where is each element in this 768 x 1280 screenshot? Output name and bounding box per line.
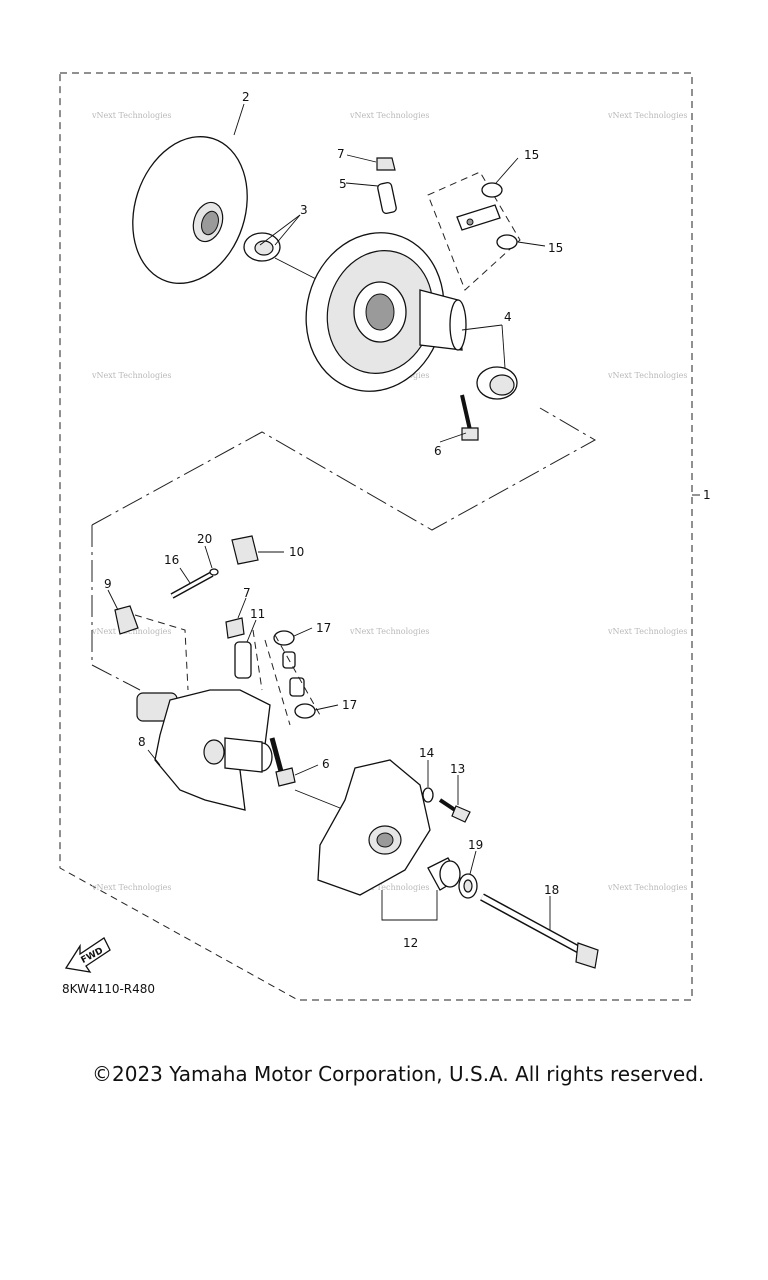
watermark: vNext Technologies <box>91 111 171 120</box>
callout-18: 18 <box>544 883 559 897</box>
watermark: vNext Technologies <box>91 883 171 892</box>
nut-part <box>376 157 396 171</box>
callout-11: 11 <box>250 607 265 621</box>
callout-15: 15 <box>524 148 539 162</box>
collar-part <box>377 181 397 215</box>
diagram-code: 8KW4110-R480 <box>62 982 155 996</box>
bolt-part <box>460 394 479 441</box>
callout-6: 6 <box>322 757 330 771</box>
callout-8: 8 <box>138 735 146 749</box>
collar-part-lower <box>234 641 252 679</box>
upper-lower-dashline <box>91 407 597 531</box>
callout-9: 9 <box>104 577 112 591</box>
roller-part <box>273 630 316 719</box>
callout-20: 20 <box>197 532 212 546</box>
callout-4: 4 <box>504 310 512 324</box>
washer-part-19 <box>458 873 478 899</box>
callout-1: 1 <box>703 488 711 502</box>
watermark: vNext Technologies <box>607 883 687 892</box>
spider-guide-dashline <box>134 614 189 691</box>
callout-7: 7 <box>337 147 345 161</box>
spider-part <box>136 689 273 811</box>
sliding-sheave-part <box>305 232 467 392</box>
collar-part-12 <box>427 857 461 891</box>
callout-15: 15 <box>548 241 563 255</box>
long-bolt-part <box>480 893 599 969</box>
callout-10: 10 <box>289 545 304 559</box>
copyright-notice: ©2023 Yamaha Motor Corporation, U.S.A. A… <box>92 1062 705 1086</box>
nut-part-lower <box>225 617 245 639</box>
callout-7: 7 <box>243 586 251 600</box>
watermark: vNext Technologies <box>349 883 429 892</box>
callout-14: 14 <box>419 746 434 760</box>
weight-group-outline <box>427 171 521 291</box>
cover-plate-part <box>317 759 431 896</box>
weight-part <box>456 182 518 250</box>
bracket-12 <box>381 890 438 921</box>
watermark: vNext Technologies <box>91 371 171 380</box>
slider-block-part <box>114 605 139 635</box>
watermark: vNext Technologies <box>607 371 687 380</box>
callout-3: 3 <box>300 203 308 217</box>
callout-13: 13 <box>450 762 465 776</box>
callout-5: 5 <box>339 177 347 191</box>
watermark: vNext Technologies <box>91 627 171 636</box>
bolt-part-lower <box>269 737 296 787</box>
watermark: vNext Technologies <box>349 111 429 120</box>
sheave-part <box>132 136 248 284</box>
callout-17: 17 <box>316 621 331 635</box>
slider-part <box>243 232 281 262</box>
assembly-boundary <box>59 72 693 1001</box>
watermark: vNext Technologies <box>607 111 687 120</box>
callout-2: 2 <box>242 90 250 104</box>
callout-17: 17 <box>342 698 357 712</box>
callout-leaders <box>107 103 551 930</box>
block-part <box>231 535 259 565</box>
watermark: vNext Technologies <box>349 627 429 636</box>
watermark: vNext Technologies <box>607 627 687 636</box>
callout-12: 12 <box>403 936 418 950</box>
callout-6: 6 <box>434 444 442 458</box>
bushing-part <box>476 366 518 400</box>
washer-part <box>422 787 434 803</box>
fwd-arrow-icon: FWD <box>64 937 111 973</box>
callout-19: 19 <box>468 838 483 852</box>
callout-16: 16 <box>164 553 179 567</box>
pin-part <box>170 568 219 599</box>
bolt-part-13 <box>438 798 471 823</box>
callouts: 1 2 3 4 5 6 6 7 7 8 9 10 11 12 13 14 15 … <box>104 90 711 950</box>
